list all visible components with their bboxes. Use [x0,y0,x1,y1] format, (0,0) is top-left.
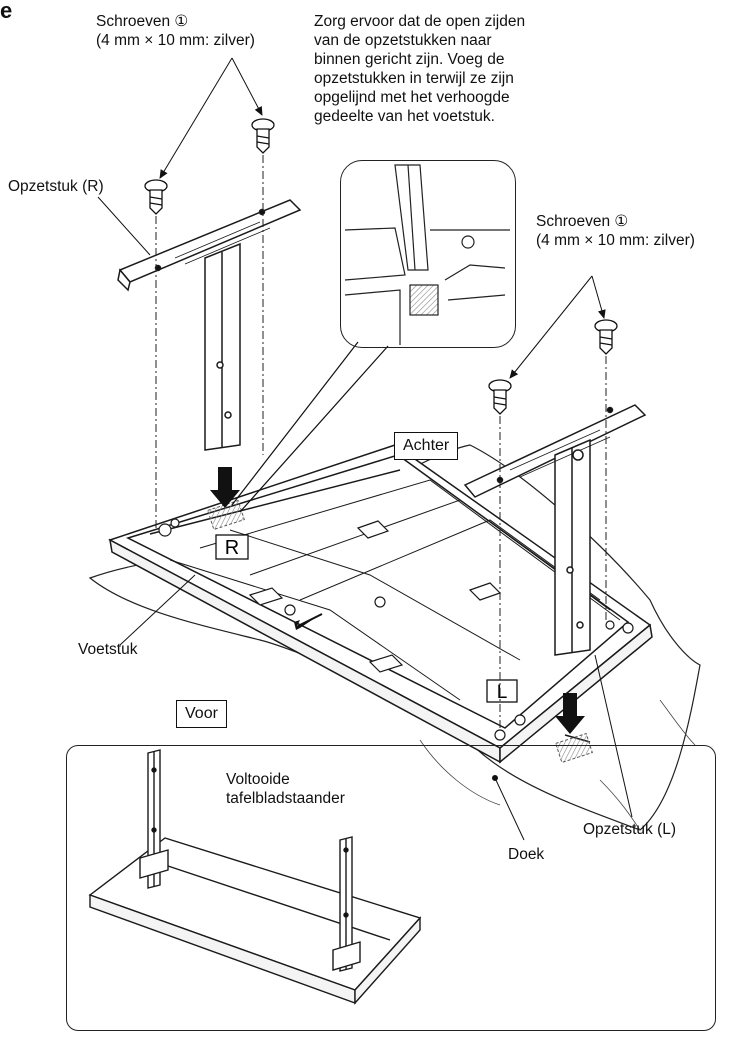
instruction-line5: opgelijnd met het verhoogde [314,89,510,106]
insert-slot-left-hatch [555,732,593,764]
instruction-line2: van de opzetstukken naar [314,32,492,49]
base-mark-r: R [225,537,239,559]
instruction-line4: opzetstukken in terwijl ze zijn [314,70,514,87]
front-label: Voor [176,700,227,728]
leader-lines [97,57,633,841]
screws-label-top-line1: Schroeven ① [96,13,189,30]
completed-line1: Voltooide [226,771,290,788]
screws-label-right-line2: (4 mm × 10 mm: zilver) [536,232,695,249]
alignment-lines [155,155,607,730]
instruction-line6: gedeelte van het voetstuk. [314,108,495,125]
base-clips [158,518,634,741]
cloth-label: Doek [508,846,545,863]
attachment-r-label: Opzetstuk (R) [8,178,104,195]
base-mark-r-box [215,534,249,560]
screw-1 [144,179,168,215]
detail-zoom-frame [340,160,516,348]
completed-stand-drawing [88,749,422,1005]
completed-stand-label: Voltooide tafelbladstaander [226,770,345,808]
screw-3 [488,379,512,415]
completed-line2: tafelbladstaander [226,790,345,807]
instruction-text: Zorg ervoor dat de open zijden van de op… [314,12,525,126]
screws-label-right: Schroeven ① (4 mm × 10 mm: zilver) [536,212,695,250]
base-mark-l-box [486,679,518,703]
base-mark-l: L [497,682,508,703]
instruction-line1: Zorg ervoor dat de open zijden [314,13,526,30]
detail-callout-lines [231,341,389,513]
base-label: Voetstuk [78,641,138,658]
detail-zoom-content [344,164,510,345]
back-label: Achter [394,432,459,460]
screw-4 [594,319,618,355]
screws-label-top: Schroeven ① (4 mm × 10 mm: zilver) [96,12,255,50]
attachment-r-part [117,199,302,451]
cloth-folds [419,699,696,831]
step-corner-mark: e [0,0,13,23]
insertion-arrows [210,467,585,734]
attachment-l-part [463,404,647,656]
instruction-line3: binnen gericht zijn. Voeg de [314,51,505,68]
screw-2 [251,118,275,154]
screws-label-top-line2: (4 mm × 10 mm: zilver) [96,32,255,49]
completed-stand-inset [66,745,716,1031]
attachment-l-label: Opzetstuk (L) [583,821,677,838]
screws-label-right-line1: Schroeven ① [536,213,629,230]
